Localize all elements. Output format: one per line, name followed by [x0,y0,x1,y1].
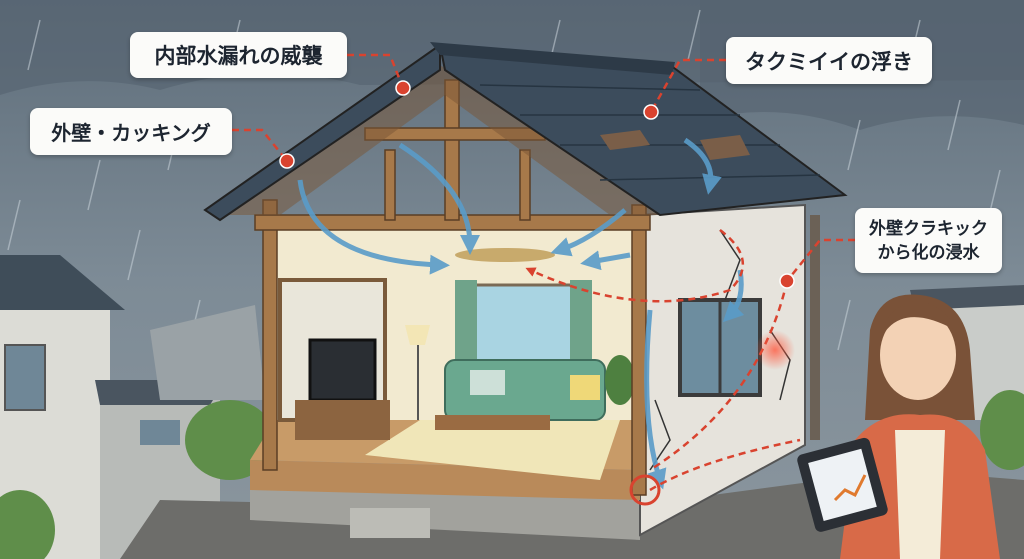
callout-text: 内部水漏れの威襲 [154,44,323,68]
roof-tile-rows [479,84,821,181]
ceiling-stain [455,248,555,262]
damage-markers [279,80,795,289]
step-stone [350,508,430,538]
damage-paths [232,53,855,492]
bush [980,390,1024,470]
callout-text-line-1: 外壁クラキック [869,218,988,239]
cushion [470,370,505,395]
television [308,338,377,402]
wooden-frame [254,79,651,496]
lifted-tiles [600,130,750,160]
floor-lamp [405,325,430,345]
downspout [810,215,820,440]
callout-text: 外壁・カッキング [51,121,211,145]
rain [7,9,1001,351]
rug [365,420,620,480]
callout-roof-tile-lift: タクミイイの浮き [726,37,932,84]
callout-text: タクミイイの浮き [745,49,913,74]
cushion [570,375,600,400]
bush [0,490,55,559]
callout-wall-caulking: 外壁・カッキング [30,108,232,155]
callout-interior-leak: 内部水漏れの威襲 [130,32,347,78]
water-flow-arrows [297,137,745,490]
house-plant [605,355,635,405]
neighbor-house-back [150,305,265,400]
crack-glow [755,330,795,370]
roof-ridge [430,42,675,75]
coffee-table [435,415,550,430]
tv-stand [295,400,390,440]
callout-text-line-2: から化の浸水 [877,242,980,263]
worried-woman-with-tablet [797,294,1000,559]
callout-wall-crack: 外壁クラキック から化の浸水 [855,208,1002,273]
foundation-crack-marker [629,474,661,506]
